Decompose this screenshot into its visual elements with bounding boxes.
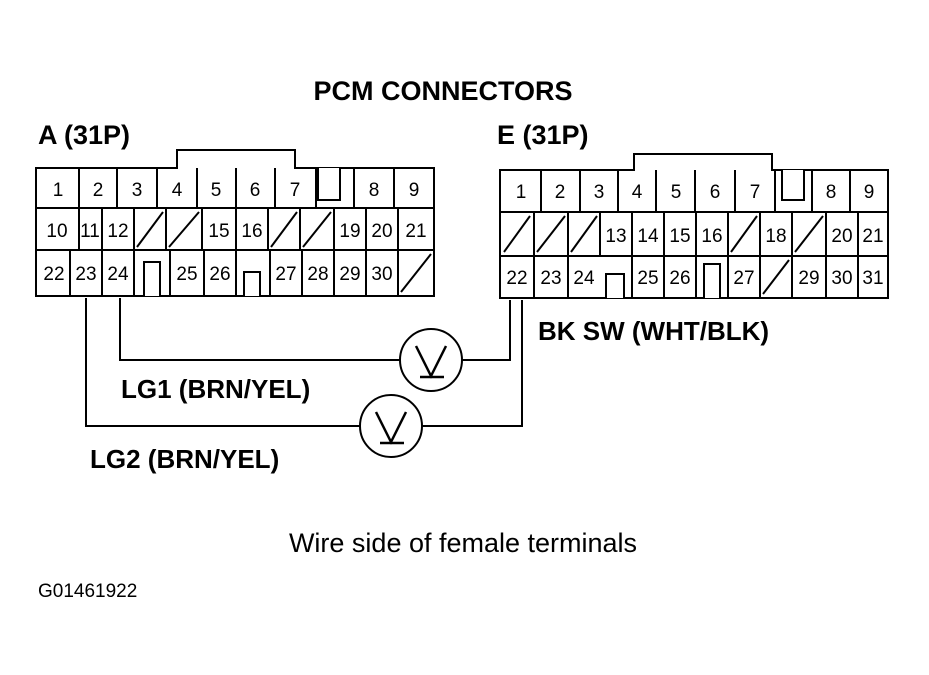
pin-number: 2	[93, 180, 104, 201]
pin-number: 25	[637, 268, 658, 289]
connector-e-lock-notch	[605, 273, 625, 298]
figure-id: G01461922	[38, 581, 137, 602]
wire-lg1-to-bk-sw	[462, 300, 511, 361]
pin-number: 7	[750, 182, 761, 203]
wire-lg2-to-bk-sw	[422, 300, 523, 427]
pin-number: 8	[826, 182, 837, 203]
connector-a-key-notch	[317, 168, 341, 201]
pin-number: 2	[555, 182, 566, 203]
pin-number: 3	[132, 180, 143, 201]
lg2-label: LG2 (BRN/YEL)	[90, 444, 279, 474]
empty-cavity-slash	[536, 215, 566, 253]
connector-a-pins: 1 2 3 4 5 6 7 8 9 10 11 12 15 16 19 20 2…	[43, 180, 426, 285]
wiring	[85, 298, 523, 427]
pin-number: 8	[369, 180, 380, 201]
pin-number: 10	[46, 221, 67, 242]
pin-number: 11	[80, 221, 100, 242]
lg1-label: LG1 (BRN/YEL)	[121, 374, 310, 404]
pin-number: 12	[107, 221, 128, 242]
empty-cavity-slash	[270, 211, 298, 248]
pin-number: 24	[573, 268, 595, 289]
empty-cavity-slash	[570, 215, 598, 253]
pin-number: 22	[43, 264, 64, 285]
empty-cavity-slash	[730, 215, 758, 253]
pin-number: 20	[371, 221, 392, 242]
pin-number: 14	[637, 226, 659, 247]
pin-number: 3	[594, 182, 605, 203]
pin-number: 19	[339, 221, 360, 242]
caption: Wire side of female terminals	[289, 528, 637, 558]
pin-number: 26	[209, 264, 230, 285]
pin-number: 6	[250, 180, 261, 201]
pin-number: 30	[371, 264, 392, 285]
pin-number: 21	[862, 226, 883, 247]
pin-number: 15	[208, 221, 229, 242]
wire-lg1	[119, 298, 400, 361]
pin-number: 1	[53, 180, 64, 201]
connector-e-lock-notch	[703, 263, 721, 298]
pin-number: 21	[405, 221, 426, 242]
pin-number: 22	[506, 268, 527, 289]
connector-a-lock-notch	[143, 261, 161, 296]
connector-e	[499, 153, 889, 299]
pin-number: 28	[307, 264, 328, 285]
wire-lg2	[85, 298, 360, 427]
connector-e-label: E (31P)	[497, 120, 589, 150]
pin-number: 29	[798, 268, 819, 289]
empty-cavity-slash	[302, 211, 332, 248]
connector-a	[35, 149, 435, 297]
pin-number: 4	[632, 182, 643, 203]
empty-cavity-slash	[168, 211, 200, 248]
pin-number: 31	[862, 268, 883, 289]
empty-cavity-slash	[794, 215, 824, 253]
empty-cavity-slash	[503, 215, 531, 253]
pin-number: 30	[831, 268, 852, 289]
pin-number: 23	[75, 264, 96, 285]
pin-number: 23	[540, 268, 561, 289]
empty-cavity-slash	[400, 253, 432, 293]
voltmeter-icon	[399, 328, 463, 392]
connector-a-lock-notch	[243, 271, 261, 296]
pin-number: 16	[701, 226, 722, 247]
pin-number: 7	[290, 180, 301, 201]
pin-number: 5	[671, 182, 682, 203]
pin-number: 5	[211, 180, 222, 201]
pin-number: 15	[669, 226, 690, 247]
connector-e-outline	[499, 153, 889, 299]
pin-number: 24	[107, 264, 129, 285]
pin-number: 18	[765, 226, 786, 247]
empty-cavity-slash	[136, 211, 164, 248]
pin-number: 1	[516, 182, 527, 203]
pin-number: 27	[275, 264, 296, 285]
pin-number: 26	[669, 268, 690, 289]
pin-number: 9	[864, 182, 875, 203]
pin-number: 9	[409, 180, 420, 201]
connector-a-outline	[35, 149, 435, 297]
connector-a-label: A (31P)	[38, 120, 130, 150]
voltmeter-icon	[359, 394, 423, 458]
diagram-title: PCM CONNECTORS	[313, 76, 572, 106]
connector-e-key-notch	[781, 170, 805, 201]
pin-number: 25	[176, 264, 197, 285]
pin-number: 27	[733, 268, 754, 289]
empty-cavity-slash	[762, 259, 790, 295]
connector-e-pins: 1 2 3 4 5 6 7 8 9 13 14 15 16 18 20 21 2…	[506, 182, 883, 289]
bk-sw-label: BK SW (WHT/BLK)	[538, 316, 769, 346]
pin-number: 4	[172, 180, 183, 201]
pin-number: 6	[710, 182, 721, 203]
pin-number: 16	[241, 221, 262, 242]
pin-number: 13	[605, 226, 626, 247]
pin-number: 29	[339, 264, 360, 285]
pin-number: 20	[831, 226, 852, 247]
